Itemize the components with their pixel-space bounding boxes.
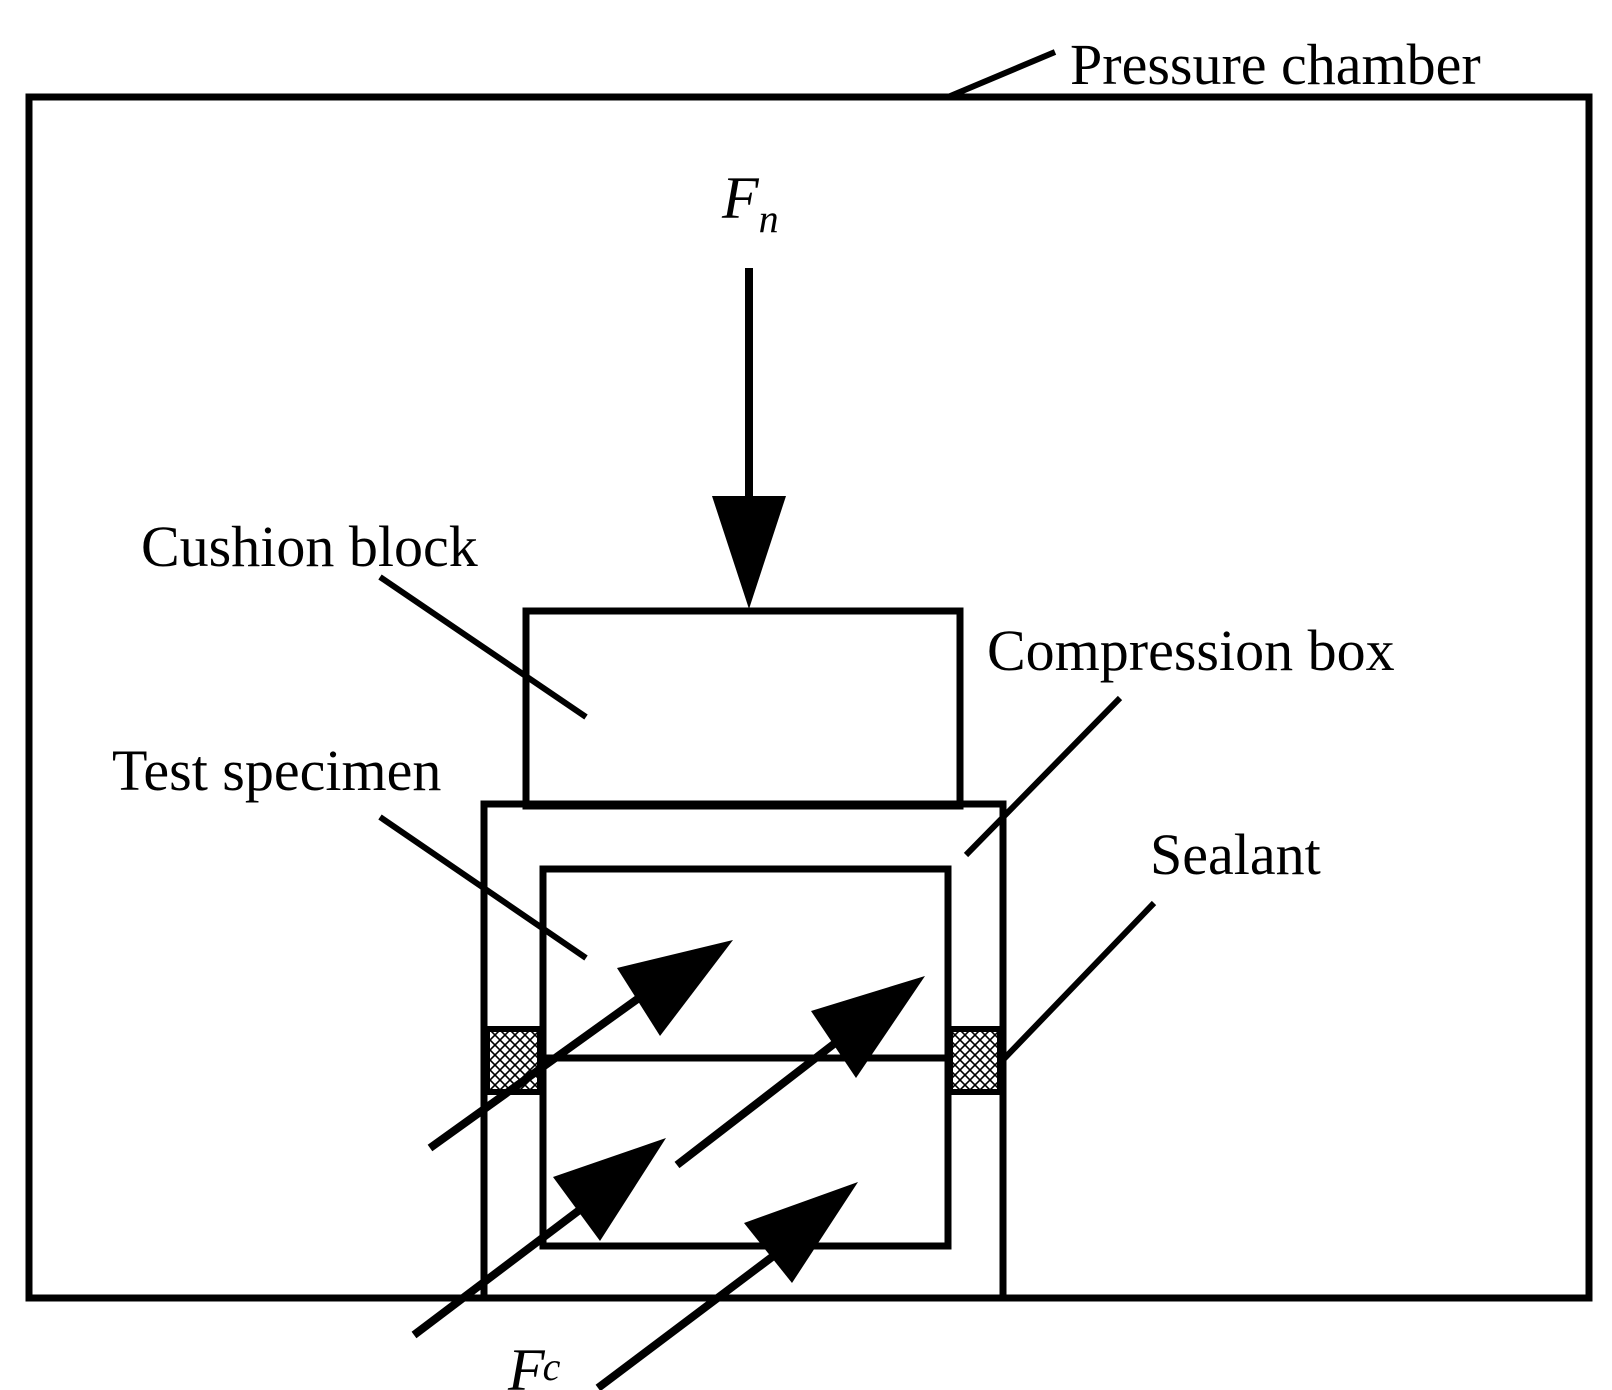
- force-arrow-shaft-3: [411, 1189, 605, 1339]
- force-arrow-shaft-4: [595, 1244, 787, 1390]
- cushion-block: [522, 607, 964, 810]
- force-arrow-head-1: [617, 940, 733, 1036]
- sealant-right: [947, 1026, 1003, 1095]
- test-specimen-label: Test specimen: [112, 738, 441, 803]
- force-arrow-shaft-1: [427, 986, 653, 1152]
- compression-box-label: Compression box: [987, 618, 1395, 683]
- cushion-block-leader: [378, 574, 588, 720]
- normal-force-label: Fn: [721, 165, 779, 241]
- force-arrow-head-2: [811, 976, 925, 1078]
- force-arrow-head-3: [553, 1138, 666, 1241]
- confining-force-arrows: [411, 940, 925, 1390]
- pressure-chamber-frame: [25, 93, 1593, 1302]
- sealant-left: [484, 1026, 543, 1095]
- pressure-chamber-label: Pressure chamber: [1070, 32, 1481, 97]
- normal-force-arrowhead: [712, 496, 786, 609]
- force-arrow-shaft-2: [674, 1026, 855, 1169]
- sealant-label: Sealant: [1150, 822, 1321, 887]
- force-arrow-head-4: [744, 1182, 858, 1283]
- sealant-leader: [997, 900, 1157, 1066]
- test-specimen-leader: [378, 814, 588, 961]
- cushion-block-label: Cushion block: [141, 514, 478, 579]
- pressure-chamber-leader: [946, 49, 1057, 100]
- compression-box-leader: [963, 695, 1123, 858]
- confining-force-label: Fc: [507, 1337, 561, 1390]
